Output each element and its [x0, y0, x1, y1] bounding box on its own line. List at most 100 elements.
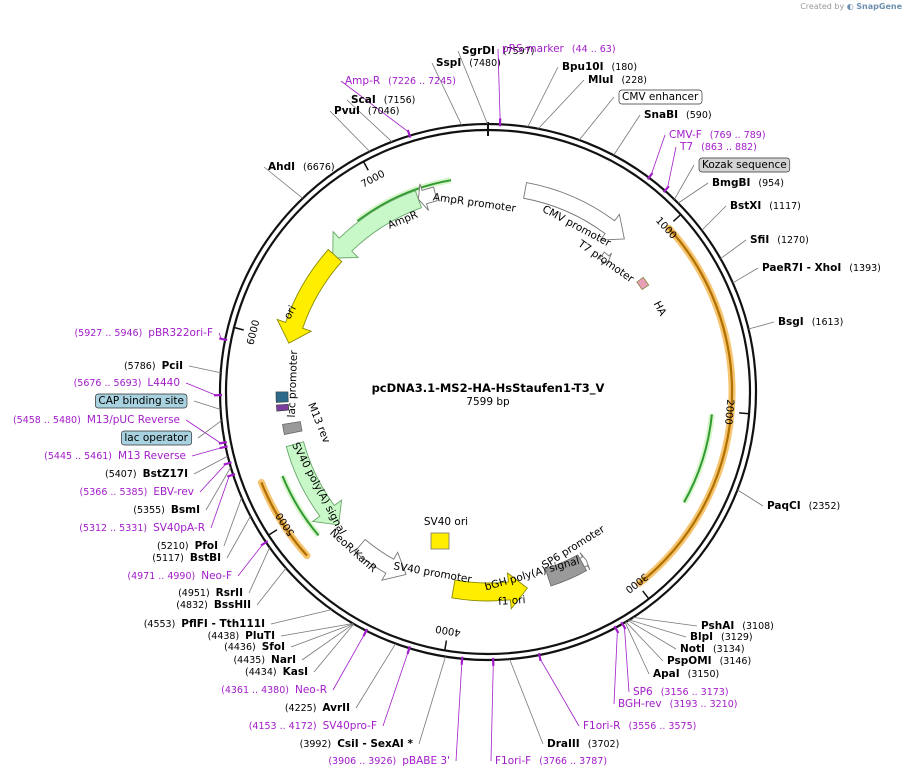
primer-mark-50: [646, 172, 654, 180]
leader-53: [537, 79, 585, 130]
label-pos: (3556 .. 3575): [628, 721, 696, 732]
label-name: M13 Reverse: [118, 450, 186, 462]
label-name: PfoI: [195, 540, 218, 552]
label-name: BsgI: [778, 316, 804, 328]
tick-6000: [233, 326, 244, 331]
label-name: pBR322ori-F: [148, 327, 213, 339]
label-text: (4361 .. 4380)Neo-R: [221, 684, 327, 696]
label-text: pRS-marker(44 .. 63): [502, 43, 616, 55]
label-text: T7(863 .. 882): [679, 141, 757, 153]
ampr-arrow: [332, 190, 423, 259]
label-name: pBABE 3': [402, 755, 450, 767]
sv40-promoter-arrow: [354, 538, 407, 581]
site-bsshii: (4832)BssHII: [176, 599, 251, 611]
label-name: ApaI: [653, 668, 680, 680]
label-pos: (5407): [105, 469, 137, 480]
label-pos: (1270): [777, 235, 809, 246]
site-apai: ApaI(3150): [653, 668, 719, 680]
label-pos: (7046): [368, 106, 400, 117]
orf-right-green-line: [683, 414, 713, 503]
feature-box: [698, 157, 791, 173]
leader-18: [226, 515, 251, 559]
primer-m13-reverse: (5445 .. 5461)M13 Reverse: [44, 450, 186, 462]
primer-mark-16: [227, 473, 236, 478]
label-pos: (2352): [809, 501, 841, 512]
site-bstxi: BstXI(1117): [730, 200, 801, 212]
primer-mark-2: [406, 129, 412, 138]
label-text: SgrDI (7597): [462, 45, 534, 57]
label-name: KasI: [283, 666, 308, 678]
label-name: SgrDI: [462, 45, 495, 57]
label-text: (4951)RsrII: [178, 587, 243, 599]
site-nari: (4435)NarI: [233, 654, 296, 666]
label-name: F1ori-F: [495, 755, 531, 767]
leader-41: [632, 616, 698, 627]
label-text: (5786)PciI: [124, 360, 183, 372]
feature-cmv-enhancer: CMV enhancer: [618, 89, 703, 105]
label-text: (5458 .. 5480)M13/pUC Reverse: [13, 414, 180, 426]
site-sspi: SspI(7480): [436, 57, 501, 69]
label-pos: (1393): [849, 263, 881, 274]
label-text: SP6(3156 .. 3173): [633, 686, 729, 698]
leader-39: [627, 620, 677, 650]
label-name: M13/pUC Reverse: [87, 414, 180, 426]
label-text: (5676 .. 5693)L4440: [74, 377, 180, 389]
label-text: (4435)NarI: [233, 654, 296, 666]
feature-box: [618, 89, 703, 105]
leader-42: [737, 489, 764, 507]
leader-50: [650, 134, 666, 175]
label-pos: (4951): [178, 588, 210, 599]
site-pspomi: PspOMI(3146): [667, 655, 751, 667]
label-lac-promoter: lac promoter: [286, 349, 300, 417]
primer-mark-49: [662, 185, 670, 193]
tick-label-4000: 4000: [435, 623, 462, 638]
label-name: L4440: [147, 377, 180, 389]
label-name: CsiI - SexAI *: [337, 738, 413, 750]
label-pos: (1613): [812, 317, 844, 328]
label-pos: (4553): [144, 619, 176, 630]
label-name: BsmI: [171, 504, 200, 516]
site-paqci: PaqCI (2352): [767, 500, 840, 512]
label-text: F1ori-R(3556 .. 3575): [583, 720, 696, 732]
label-pos: (3906 .. 3926): [328, 756, 396, 767]
label-pos: (590): [686, 110, 712, 121]
ha-tag-box: [636, 276, 650, 291]
leader-13: [193, 455, 228, 475]
label-text: BlpI(3129): [690, 631, 753, 643]
label-name: PaqCI: [767, 500, 801, 512]
leader-16: [210, 475, 230, 529]
credit-brand: SnapGene: [856, 2, 902, 11]
tick-3000: [642, 590, 650, 600]
label-pos: (7597): [503, 46, 535, 57]
label-pos: (4153 .. 4172): [249, 721, 317, 732]
site-bsmi: (5355)BsmI: [133, 504, 200, 516]
leader-55: [497, 48, 501, 121]
leader-15: [205, 467, 232, 511]
leader-1: [431, 62, 463, 126]
leader-4: [329, 110, 370, 152]
label-name: T7: [679, 141, 693, 153]
site-pluti: (4438)PluTI: [208, 630, 275, 642]
label-pos: (3134): [713, 644, 745, 655]
leader-29: [382, 651, 409, 727]
label-name: PluTI: [245, 630, 275, 642]
site-ahdi: AhdI(6676): [268, 161, 335, 173]
label-text: (4436)SfoI: [224, 641, 285, 653]
leader-33: [509, 658, 544, 745]
site-csii-sexai: (3992)CsiI - SexAI *: [300, 738, 414, 750]
label-pos: (4435): [233, 655, 265, 666]
leader-22: [270, 609, 332, 625]
label-text: PaeR7I - XhoI(1393): [762, 262, 881, 274]
label-pos: (5366 .. 5385): [80, 487, 148, 498]
leader-12: [191, 447, 222, 457]
label-pos: (4832): [176, 600, 208, 611]
tick-5000: [268, 529, 278, 536]
tick-1000: [672, 214, 682, 222]
label-name: PshAI: [701, 620, 734, 632]
site-noti: NotI(3134): [680, 643, 745, 655]
label-text: (5355)BsmI: [133, 504, 200, 516]
plasmid-name: pcDNA3.1-MS2-HA-HsStaufen1-T3_V: [372, 381, 605, 396]
label-text: (5210)PfoI: [157, 540, 218, 552]
primer-mark-14: [223, 461, 232, 466]
label-name: Neo-R: [295, 684, 327, 696]
